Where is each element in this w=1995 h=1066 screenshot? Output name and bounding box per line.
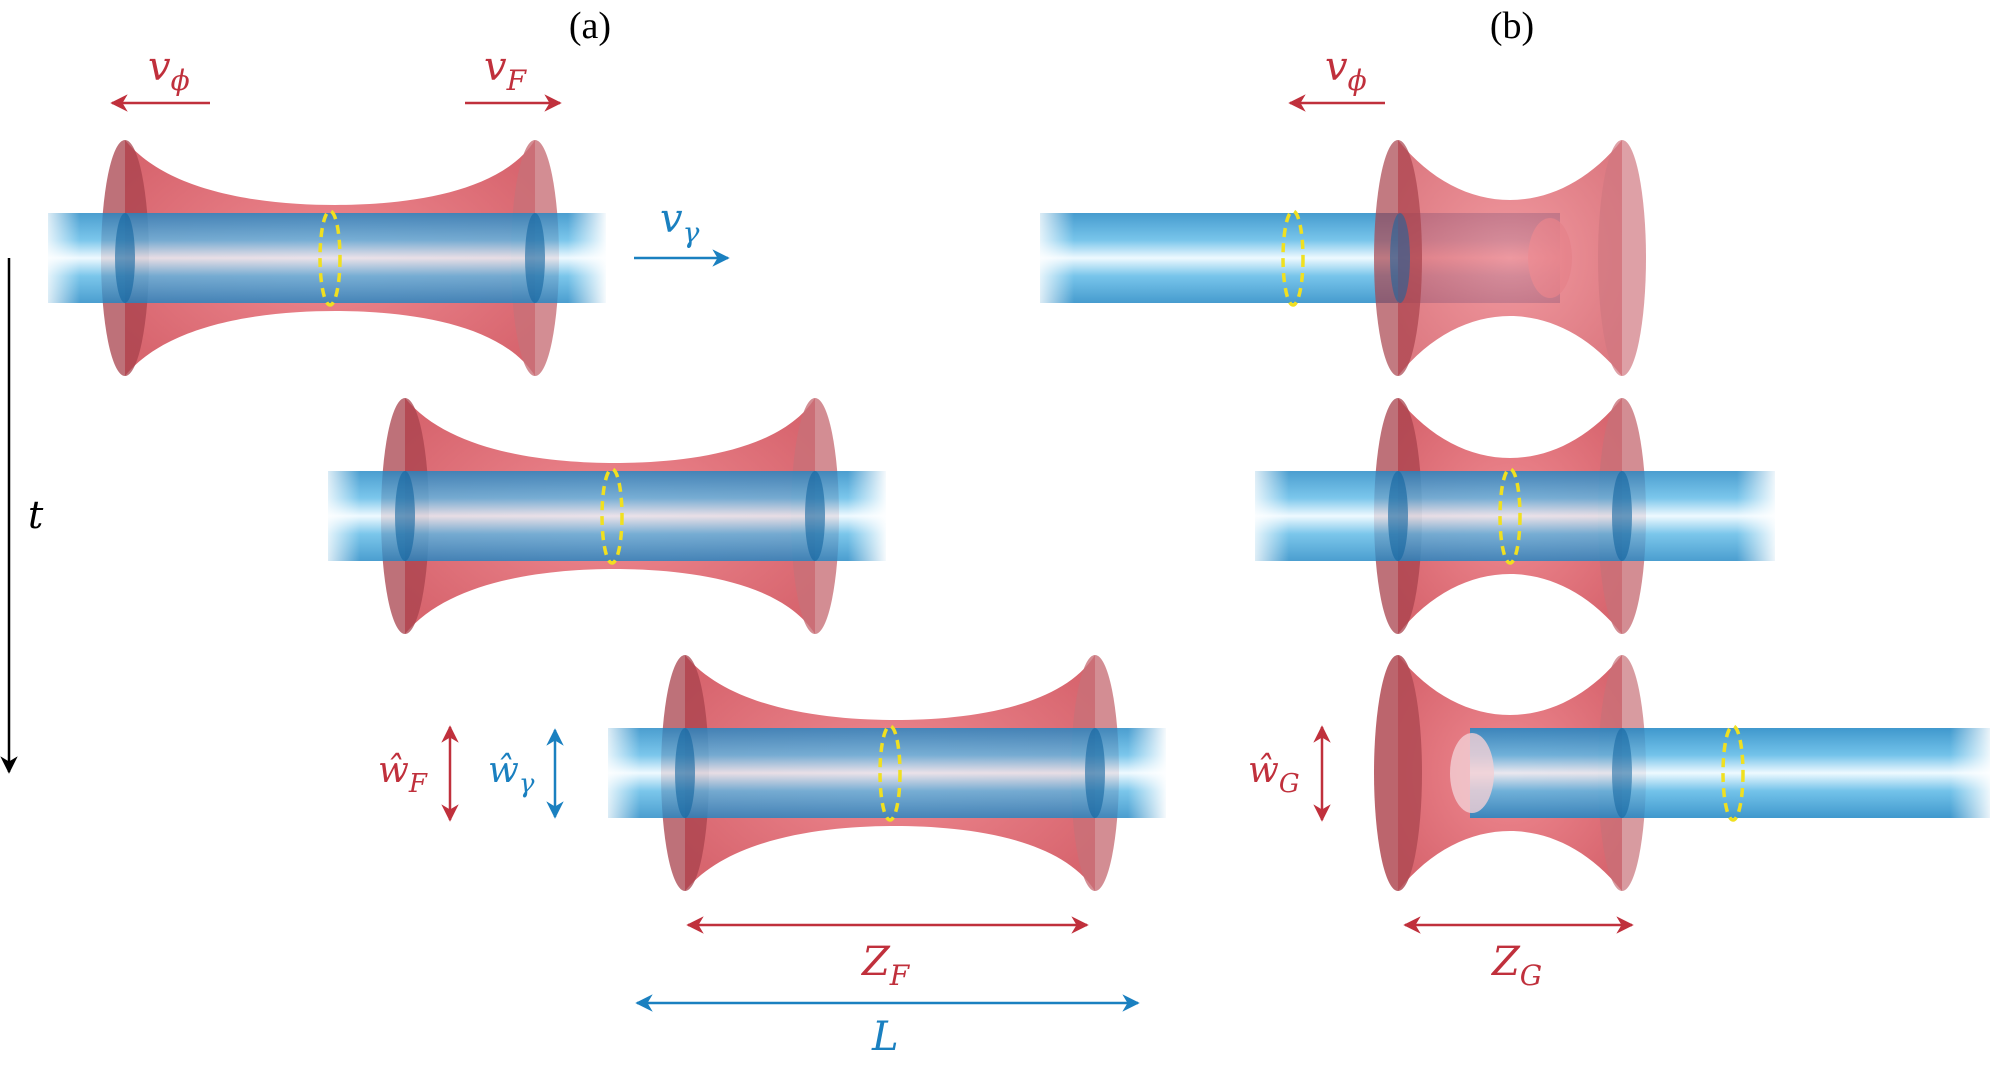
beam-edge-left	[1388, 471, 1408, 561]
beam-edge-right	[525, 213, 545, 303]
pulse-left-face	[1374, 655, 1422, 891]
beam-body	[328, 471, 886, 561]
focus-ring	[600, 467, 624, 565]
pulse-width-label-a: ŵF	[378, 750, 428, 799]
panel-label-b: (b)	[1490, 5, 1534, 47]
beam-row-1	[40, 209, 608, 307]
focus-ring	[318, 209, 342, 307]
beam-row-2	[320, 467, 888, 565]
beam-edge-left	[675, 728, 695, 818]
focus-ring	[1721, 724, 1745, 822]
focal-velocity-label: vF	[484, 44, 528, 97]
beam-body	[1470, 728, 1990, 818]
beam-edge-right	[805, 471, 825, 561]
beam-edge	[1612, 728, 1632, 818]
range-label-b: ZG	[1490, 939, 1542, 992]
beam-edge-right	[1085, 728, 1105, 818]
beam-edge-right	[1612, 471, 1632, 561]
beam-body	[608, 728, 1166, 818]
beam-row-3	[600, 724, 1168, 822]
pulse-right-face	[1598, 140, 1646, 376]
focus-ring	[1498, 467, 1522, 565]
beam-edge	[1390, 213, 1410, 303]
beam-row-2-b	[1247, 467, 1779, 565]
phase-velocity-label-a: vϕ	[148, 44, 190, 97]
beam-edge-left	[115, 213, 135, 303]
beam-width-label: ŵγ	[488, 750, 535, 799]
pulse-row-1-b	[1374, 140, 1646, 376]
beam-row-3-b	[1450, 724, 1995, 822]
beam-body	[1255, 471, 1775, 561]
phase-velocity-label-b: vϕ	[1325, 44, 1367, 97]
pulse-width-label-b: ŵG	[1248, 750, 1300, 799]
interaction-length-label: L	[871, 1014, 899, 1060]
time-axis-label: t	[28, 493, 44, 537]
beam-edge-left	[395, 471, 415, 561]
range-label-a: ZF	[860, 939, 911, 992]
panel-label-a: (a)	[569, 5, 611, 47]
beam-start-cap	[1450, 733, 1494, 813]
pulse-body	[1398, 140, 1622, 376]
focus-ring	[1281, 209, 1305, 307]
beam-velocity-label: vγ	[660, 196, 700, 249]
beam-body	[48, 213, 606, 303]
focus-ring	[878, 724, 902, 822]
